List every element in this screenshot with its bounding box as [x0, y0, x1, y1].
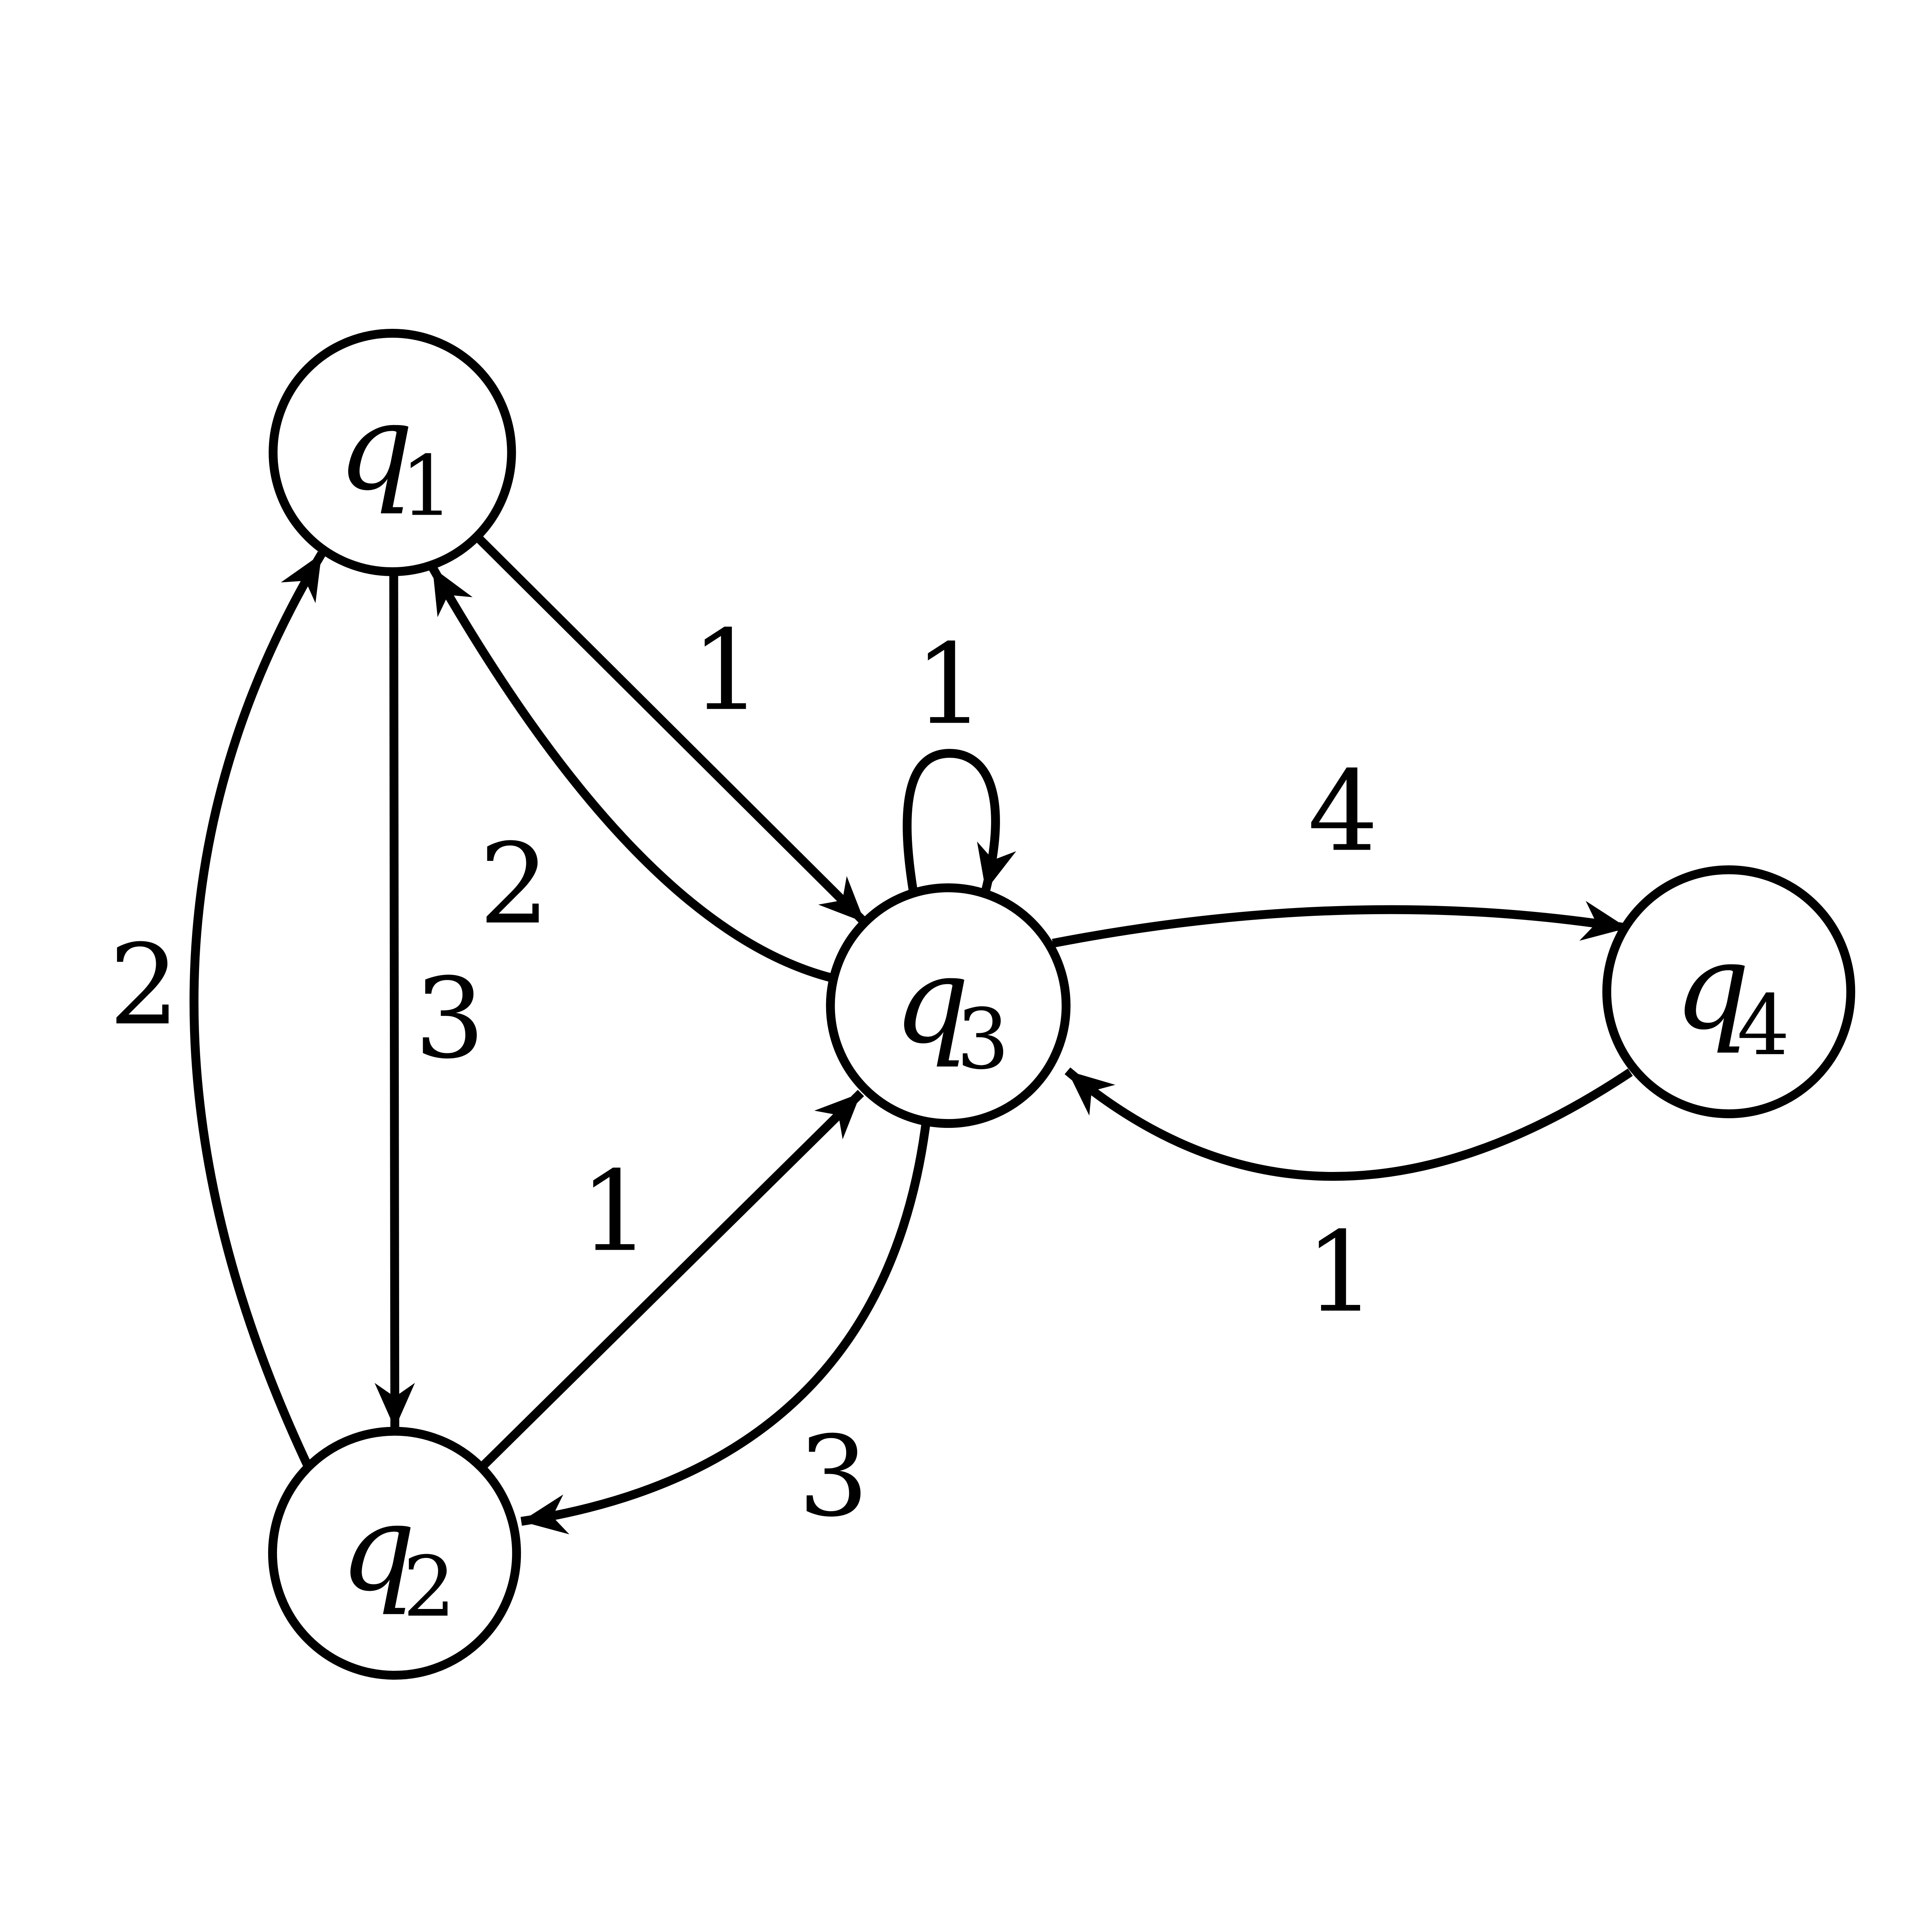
state-node-q3 [826, 883, 1071, 1128]
state-label-base-q1: q [338, 378, 414, 517]
edge-q3-q1 [429, 565, 833, 982]
state-node-q2 [268, 1427, 521, 1680]
state-label-sub-q2: 2 [403, 1538, 456, 1635]
state-label-sub-q3: 3 [956, 991, 1009, 1088]
edge-label-q1-q3: 1 [691, 606, 762, 735]
state-label-base-q3: q [893, 931, 970, 1070]
edge-label-q2-q3: 1 [580, 1147, 650, 1276]
edge-label-q3-q3: 1 [914, 620, 985, 749]
state-label-base-q2: q [340, 1479, 416, 1617]
edge-q3-q2 [520, 1121, 931, 1534]
edge-label-q1-q2: 3 [415, 954, 485, 1083]
edge-label-q3-q4: 4 [1308, 747, 1379, 876]
edge-label-q3-q1: 2 [479, 820, 550, 949]
state-label-base-q4: q [1674, 917, 1750, 1056]
edge-label-q2-q1: 2 [109, 921, 180, 1050]
edge-q4-q3 [1065, 1067, 1633, 1181]
edge-q1-q3 [474, 533, 868, 926]
state-label-sub-q1: 1 [401, 438, 454, 535]
edge-label-q3-q2: 3 [798, 1412, 869, 1541]
edge-q3-q3 [903, 749, 1016, 894]
edge-q2-q1 [189, 551, 326, 1469]
state-node-q4 [1602, 865, 1855, 1118]
edge-q2-q3 [478, 1090, 864, 1471]
edge-label-q4-q3: 1 [1305, 1208, 1376, 1337]
edge-q3-q4 [1052, 901, 1628, 948]
state-node-q1 [269, 329, 516, 577]
state-label-sub-q4: 4 [1737, 977, 1790, 1074]
edge-q1-q2 [374, 571, 415, 1429]
